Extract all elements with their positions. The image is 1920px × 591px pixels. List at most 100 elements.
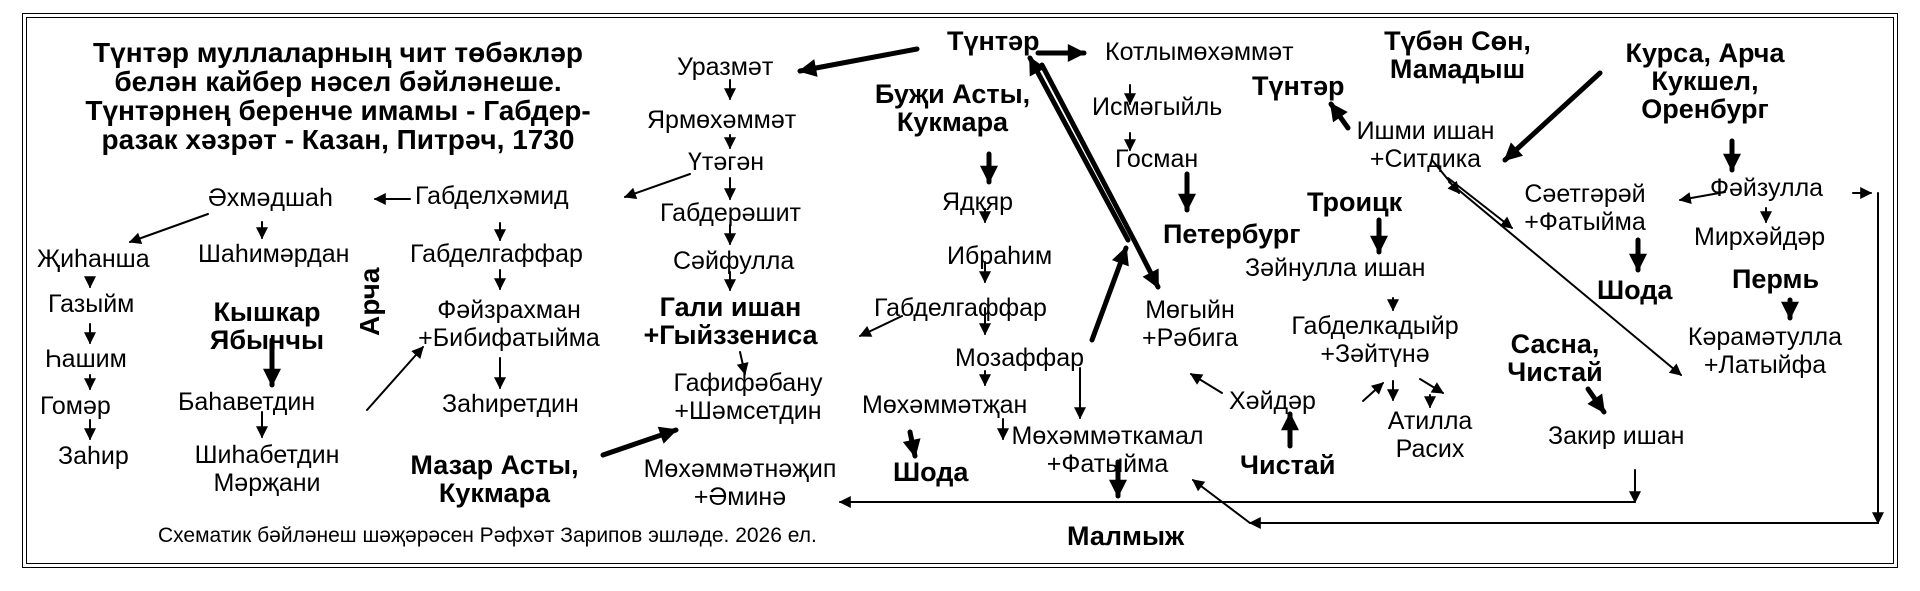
node-shoda-2: Шода	[1597, 275, 1673, 305]
node-line: Габделкадыйр	[1291, 312, 1459, 340]
node-line: Мазар Асты,	[410, 450, 579, 480]
node-hashim: Һашим	[45, 345, 127, 373]
node-line: Кукшел,	[1651, 66, 1759, 96]
node-kotlymuhammat: Котлымөхәммәт	[1105, 38, 1294, 66]
edge	[623, 173, 691, 200]
node-line: Чистай	[1507, 357, 1603, 387]
node-line: Расих	[1395, 435, 1465, 463]
node-zaynulla-ishan: Зәйнулла ишан	[1245, 254, 1426, 282]
node-line: Кышкар	[213, 297, 321, 327]
edge	[902, 429, 921, 459]
title-line: Түнтәр муллаларның чит төбәкләр	[93, 37, 583, 68]
node-line: +Зәйтүнә	[1320, 340, 1430, 368]
node-sayfulla: Сәйфулла	[673, 247, 795, 275]
node-line: Кәрамәтулла	[1687, 323, 1843, 351]
node-gabdelgaffar-2: Габделгаффар	[874, 294, 1047, 322]
node-zhihansha: Җиһанша	[37, 245, 150, 273]
node-line: Сәетгәрәй	[1524, 180, 1646, 208]
node-line: Ябынчы	[209, 325, 325, 355]
node-muhammatnazhip: Мөхәммәтнәҗип +Әминә	[635, 455, 845, 511]
node-shoda-1: Шода	[893, 457, 969, 487]
node-line: Буҗи Асты,	[874, 79, 1031, 109]
node-line: Мөгыйн	[1145, 296, 1235, 324]
node-gali-ishan: Гали ишан +Гыйззениса	[628, 293, 833, 349]
diagram-title: Түнтәр муллаларның чит төбәкләр белән ка…	[38, 38, 638, 154]
edge	[1678, 191, 1726, 205]
title-line: белән кайбер нәсел бәйләнеше.	[114, 66, 562, 97]
node-gomer: Гомәр	[40, 392, 111, 420]
node-saetgaray: Сәетгәрәй +Фатыйма	[1500, 180, 1670, 236]
edge	[1362, 382, 1384, 402]
node-kursa-archa: Курса, Арча Кукшел, Оренбург	[1605, 39, 1805, 123]
edge	[858, 315, 903, 337]
edge	[1039, 62, 1161, 290]
edge	[1447, 177, 1513, 229]
node-line: Гафифәбану	[673, 369, 823, 397]
node-gafifabanu: Гафифәбану +Шәмсетдин	[648, 369, 848, 425]
node-line: Курса, Арча	[1625, 38, 1785, 68]
node-ishmi-ishan: Ишми ишан +Ситдика	[1338, 117, 1513, 173]
node-muhammatkamal: Мөхәммәткамал +Фатыйма	[1000, 422, 1215, 478]
node-line: +Әминә	[693, 483, 787, 511]
node-line: Мамадыш	[1389, 54, 1526, 84]
node-perm: Пермь	[1732, 264, 1820, 294]
node-line: +Гыйззениса	[643, 320, 818, 350]
node-zahir: Заһир	[58, 442, 129, 470]
node-fayzrahman: Фәйзрахман +Бибифатыйма	[393, 296, 625, 352]
node-mogyin: Мөгыйн +Рәбига	[1125, 296, 1255, 352]
node-gabdelkadyir: Габделкадыйр +Зәйтүнә	[1275, 312, 1475, 368]
node-line: Түбән Сөн,	[1384, 26, 1531, 56]
node-line: Атилла	[1387, 407, 1473, 435]
title-line: Түнтәрнең беренче имамы - Габдер-	[85, 95, 591, 126]
edge	[1089, 245, 1129, 343]
node-troitsk: Троицк	[1307, 187, 1403, 217]
node-line: Сасна,	[1510, 329, 1600, 359]
node-zahiretdin: Заһиретдин	[442, 390, 579, 418]
node-karamatulla: Кәрамәтулла +Латыйфа	[1665, 323, 1865, 379]
node-urazmet: Уразмәт	[677, 53, 774, 81]
node-tuben-son: Түбән Сөн, Мамадыш	[1370, 27, 1545, 83]
node-malmyzh: Малмыж	[1067, 521, 1185, 551]
node-mazar-asty: Мазар Асты, Кукмара	[392, 451, 597, 507]
node-line: Кукмара	[438, 478, 551, 508]
diagram-frame	[26, 17, 1894, 564]
node-line: Шиһабетдин	[194, 441, 340, 469]
edge	[366, 346, 424, 411]
node-line: Фәйзрахман	[437, 296, 581, 324]
node-line: Мәрҗани	[213, 469, 321, 497]
edge	[1189, 373, 1223, 394]
node-line: Мөхәммәтнәҗип	[643, 455, 837, 483]
node-line: Ишми ишан	[1356, 117, 1495, 145]
node-gabdelhamid: Габделхәмид	[415, 182, 569, 210]
edge	[128, 213, 209, 244]
node-line: +Ситдика	[1369, 145, 1482, 173]
node-sasna-chistay: Сасна, Чистай	[1505, 330, 1605, 386]
node-zakir-ishan: Закир ишан	[1548, 422, 1685, 450]
node-mozaffar: Мозаффар	[955, 344, 1085, 372]
node-haydar: Хәйдәр	[1229, 387, 1316, 415]
node-tunter-2: Түнтәр	[1252, 71, 1345, 101]
node-peterburg: Петербург	[1163, 219, 1301, 249]
node-gosman: Госман	[1115, 145, 1199, 173]
node-mirhaydar: Мирхәйдәр	[1694, 223, 1826, 251]
node-atilla-rasih: Атилла Расих	[1375, 407, 1485, 463]
node-chistay: Чистай	[1240, 450, 1336, 480]
node-tunter-top: Түнтәр	[947, 26, 1040, 56]
edge	[1419, 378, 1445, 394]
node-line: Мөхәммәткамал	[1011, 422, 1204, 450]
node-line: Кукмара	[896, 107, 1009, 137]
node-gabderashit: Габдерәшит	[660, 199, 802, 227]
node-line: Гали ишан	[659, 292, 802, 322]
node-gabdelgaffar-1: Габделгаффар	[410, 240, 583, 268]
edge	[1585, 386, 1607, 415]
node-gazyim: Газыйм	[48, 290, 135, 318]
node-ismagyil: Исмәгыйль	[1092, 93, 1223, 121]
node-line: +Фатыйма	[1524, 208, 1646, 236]
node-shahimardan: Шаһимәрдан	[198, 240, 350, 268]
node-ibrahim: Ибраһим	[947, 242, 1053, 270]
node-buzhi-asty: Буҗи Асты, Кукмара	[855, 80, 1050, 136]
edge	[1192, 479, 1251, 524]
node-kyshkar: Кышкар Ябынчы	[182, 298, 352, 354]
node-line: Оренбург	[1641, 94, 1769, 124]
